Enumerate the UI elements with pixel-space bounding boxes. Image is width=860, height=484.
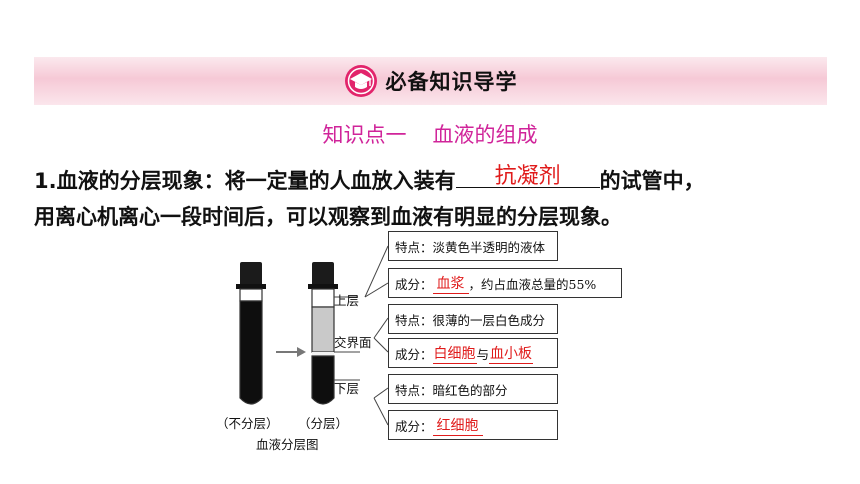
answer-text: 抗凝剂: [494, 164, 561, 189]
answer-wbc: 白细胞: [432, 343, 477, 364]
interface-label: 交界面: [334, 335, 372, 350]
separated-tube: [308, 262, 338, 405]
banner-title: 必备知识导学: [385, 70, 518, 94]
answer-rbc: 红细胞: [432, 415, 483, 436]
line1-suffix: 的试管中，: [599, 169, 705, 193]
tube-label-separated: （分层）: [298, 416, 349, 431]
box-text: 成分：: [395, 276, 433, 292]
upper-component-box: 成分：血浆，约占血液总量的55%: [388, 268, 622, 298]
lower-layer-label: 下层: [334, 381, 360, 396]
upper-feature-box: 特点：淡黄色半透明的液体: [388, 231, 558, 261]
upper-layer-label: 上层: [334, 293, 360, 308]
box-text: 特点：暗红色的部分: [395, 382, 508, 398]
lower-feature-box: 特点：暗红色的部分: [388, 374, 558, 404]
box-text: 特点：很薄的一层白色成分: [395, 312, 546, 328]
connector-lines: [334, 245, 389, 426]
unseparated-tube: [236, 262, 266, 405]
interface-component-box: 成分：白细胞与血小板: [388, 338, 558, 368]
arrow-icon: [276, 347, 306, 357]
section-label: 知识点一: [322, 123, 407, 147]
answer-blank: 抗凝剂: [455, 162, 600, 189]
tube-label-unseparated: （不分层）: [216, 416, 279, 431]
box-text: ，约占血液总量的55%: [468, 276, 597, 292]
box-text: 与: [476, 346, 490, 362]
answer-plasma: 血浆: [432, 273, 469, 294]
section-heading: 知识点一 血液的组成: [0, 119, 860, 149]
box-text: 成分：: [395, 418, 433, 434]
box-text: 成分：: [395, 346, 433, 362]
section-banner: 必备知识导学: [34, 57, 827, 105]
box-text: 特点：淡黄色半透明的液体: [395, 239, 546, 255]
paragraph-line-2: 用离心机离心一段时间后，可以观察到血液有明显的分层现象。: [34, 205, 622, 229]
lower-component-box: 成分：红细胞: [388, 410, 558, 440]
interface-feature-box: 特点：很薄的一层白色成分: [388, 304, 558, 334]
paragraph-line-1: 1.血液的分层现象：将一定量的人血放入装有 抗凝剂 的试管中，: [34, 162, 705, 195]
graduation-cap-icon: [344, 65, 377, 97]
section-topic: 血液的组成: [432, 123, 538, 147]
figure-caption: 血液分层图: [256, 437, 319, 452]
line1-prefix: 1.血液的分层现象：将一定量的人血放入装有: [34, 169, 456, 193]
answer-platelet: 血小板: [489, 343, 534, 364]
